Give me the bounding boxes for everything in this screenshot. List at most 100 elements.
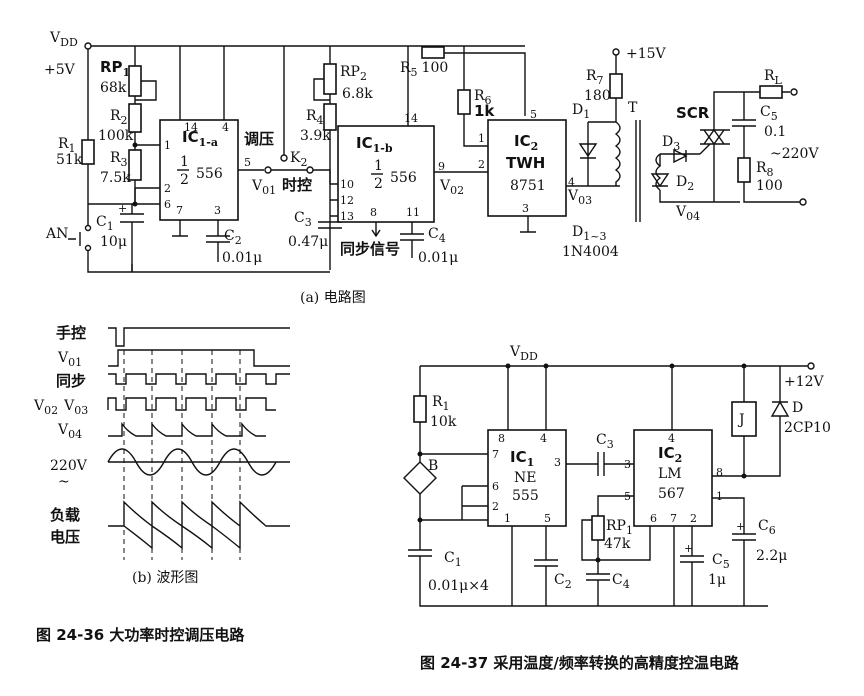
r3-value: 7.5k — [100, 170, 131, 186]
v03-label: V03 — [567, 188, 592, 207]
ac-terminal — [799, 198, 807, 206]
r7-label: R7 — [586, 68, 604, 87]
rp2-resistor — [323, 63, 337, 95]
ic1b-pin11: 11 — [406, 206, 420, 219]
c1-label-37: C1 — [444, 550, 462, 569]
sync-arrow — [371, 222, 381, 238]
ic1-pin3: 3 — [554, 456, 561, 469]
wave-label-220v: 220V — [50, 458, 88, 474]
ic1-pin62-wire — [461, 485, 488, 520]
ic2-pin6: 6 — [650, 512, 657, 525]
c6-label-37: C6 — [758, 518, 776, 537]
ic2-label: IC2 — [514, 132, 538, 153]
caption-b: (b) 波形图 — [132, 570, 198, 586]
ic1-pin8: 8 — [498, 432, 505, 445]
c3-label-37: C3 — [596, 432, 614, 451]
r4-value: 3.9k — [300, 128, 331, 144]
ic2-pin5: 5 — [530, 108, 537, 121]
c6-capacitor-37 — [712, 497, 756, 606]
c3-label: C3 — [294, 210, 312, 229]
ic1a-pin7-gnd — [172, 220, 188, 237]
ic2-pin3: 3 — [624, 458, 631, 471]
ac-label: ~220V — [770, 146, 819, 162]
r1-value-37: 10k — [430, 414, 457, 430]
ground-rail — [87, 251, 330, 273]
r1-resistor — [81, 139, 95, 165]
top-rail — [91, 45, 526, 116]
sync-signal-label: 同步信号 — [340, 240, 400, 258]
ic1b-556: 556 — [390, 170, 417, 186]
r4-resistor — [323, 103, 337, 131]
rl-resistor — [759, 85, 783, 99]
an-button-icon — [68, 232, 81, 246]
c4-capacitor — [400, 222, 424, 258]
c5-label: C5 — [760, 104, 778, 123]
r6-label: R6 — [474, 88, 492, 107]
v02-label: V02 — [439, 178, 464, 197]
rp1-wiper — [135, 80, 157, 101]
r5-resistor — [421, 46, 445, 59]
c5-plus: + — [684, 542, 693, 555]
ic2-567-label: IC2 — [658, 444, 682, 465]
ic1a-half-den: 2 — [180, 172, 189, 188]
r1-label: R1 — [58, 136, 76, 155]
ic2-pin4: 4 — [668, 432, 675, 445]
diode-d-type: 2CP10 — [784, 420, 831, 436]
ic2-567: 567 — [658, 486, 685, 502]
fig36-title: 图 24-36 大功率时控调压电路 — [36, 626, 245, 644]
rl-terminal — [790, 88, 798, 96]
ic2-pin1: 1 — [478, 132, 485, 145]
rp1-value-37: 47k — [604, 536, 631, 552]
c1-capacitor-37 — [408, 549, 768, 607]
r7-value: 180 — [584, 88, 611, 104]
rp1-wire-37 — [581, 495, 651, 561]
vdd2-label: VDD — [509, 344, 538, 363]
v01-label: V01 — [251, 178, 276, 197]
d1-label: D1 — [572, 102, 590, 121]
ic1-pin6: 6 — [492, 480, 499, 493]
ic1-pin7: 7 — [492, 448, 499, 461]
supply-5v: +5V — [44, 62, 76, 78]
c4-label-37: C4 — [612, 572, 630, 591]
ic2-pin8: 8 — [716, 466, 723, 479]
c4-label: C4 — [428, 226, 446, 245]
wave-label-shoukong: 手控 — [56, 324, 86, 342]
c3-capacitor-37 — [566, 452, 634, 476]
ic2-chip — [487, 119, 567, 217]
ic2-lm: LM — [658, 466, 682, 482]
wave-load — [108, 500, 290, 550]
ic1a-pin6: 6 — [164, 198, 171, 211]
wave-label-v01: V01 — [57, 350, 82, 369]
r3-resistor — [128, 149, 142, 181]
v04-label: V04 — [675, 204, 700, 223]
tiaoya-label: 调压 — [244, 130, 274, 148]
ic1-555-label: IC1 — [510, 448, 534, 469]
wave-label-tilde: ~ — [58, 474, 70, 490]
c5-value-37: 1μ — [708, 572, 726, 588]
fig37-circuit: VDD +12V R1 10k B C1 0.01μ×4 IC1 NE 555 … — [403, 344, 831, 672]
diode-d-label: D — [792, 400, 803, 416]
scr-label: SCR — [676, 104, 710, 122]
c5-capacitor-37 — [680, 526, 704, 606]
ic2-567-chip — [633, 429, 713, 527]
r8-label: R8 — [756, 160, 774, 179]
ic1b-pin14: 14 — [404, 112, 418, 125]
ic1-pin4: 4 — [540, 432, 547, 445]
fig36-circuit: VDD +5V R1 51k AN RP1 68k R2 100k R3 7.5… — [44, 30, 819, 306]
r1-value: 51k — [56, 152, 83, 168]
ic1-555-chip — [487, 429, 567, 527]
ic2-twh: TWH — [506, 154, 545, 172]
relay-j-label: J — [737, 412, 745, 428]
c5-capacitor — [732, 92, 756, 158]
ic2-pin2: 2 — [478, 158, 485, 171]
an-contact-top — [84, 224, 92, 232]
c4-value: 0.01μ — [418, 250, 458, 266]
d3-label: D3 — [662, 134, 680, 153]
wave-v01 — [108, 349, 290, 367]
wave-label-voltage: 电压 — [50, 528, 80, 546]
k2-switch[interactable] — [271, 46, 307, 171]
ic1-ne: NE — [514, 470, 536, 486]
bridge-b-label: B — [428, 458, 438, 474]
ic2-pin7: 7 — [670, 512, 677, 525]
